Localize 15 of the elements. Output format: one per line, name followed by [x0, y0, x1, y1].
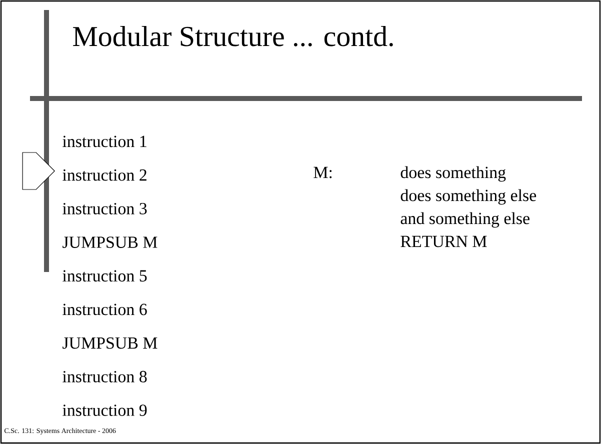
- label: instruction 9: [62, 404, 147, 416]
- label: RETURN M: [400, 236, 487, 248]
- label: JUMPSUB M: [62, 236, 158, 248]
- label: and something else: [400, 212, 530, 228]
- diagram-title: Modular Structure ... contd.: [73, 26, 393, 46]
- label: instruction 5: [62, 270, 147, 282]
- label: does something: [400, 166, 506, 182]
- label: M:: [314, 166, 332, 178]
- label: instruction 8: [62, 370, 147, 382]
- label: does something else: [400, 189, 536, 205]
- label: instruction 1: [62, 136, 146, 148]
- label: instruction 6: [62, 304, 147, 316]
- label: instruction 3: [62, 202, 147, 214]
- label: instruction 2: [62, 169, 146, 181]
- label: JUMPSUB M: [62, 337, 158, 349]
